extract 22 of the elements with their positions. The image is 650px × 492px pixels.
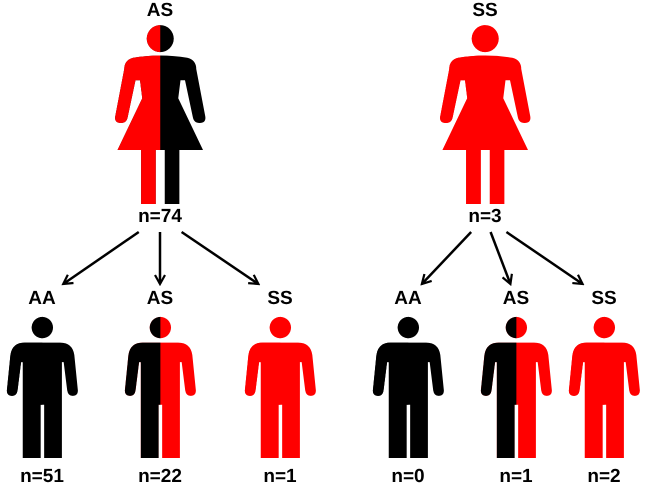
genotype-label: AS bbox=[146, 288, 174, 310]
count-label: n=3 bbox=[468, 206, 502, 228]
genotype-label: AS bbox=[146, 0, 174, 22]
count-label: n=1 bbox=[263, 466, 297, 488]
genotype-label: SS bbox=[591, 288, 617, 310]
count-label: n=0 bbox=[391, 466, 425, 488]
count-label: n=1 bbox=[499, 466, 533, 488]
genotype-label: SS bbox=[267, 288, 293, 310]
arrow bbox=[180, 230, 260, 286]
arrow bbox=[154, 232, 166, 286]
count-label: n=22 bbox=[138, 466, 182, 488]
count-label: n=74 bbox=[138, 206, 182, 228]
genotype-label: AA bbox=[28, 288, 56, 310]
count-label: n=2 bbox=[587, 466, 621, 488]
arrow bbox=[506, 230, 584, 286]
count-label: n=51 bbox=[20, 466, 64, 488]
arrow bbox=[420, 231, 472, 286]
genotype-label: AS bbox=[502, 288, 530, 310]
arrow bbox=[489, 232, 513, 286]
arrow bbox=[62, 230, 140, 286]
genotype-label: SS bbox=[472, 0, 498, 22]
genotype-label: AA bbox=[394, 288, 422, 310]
